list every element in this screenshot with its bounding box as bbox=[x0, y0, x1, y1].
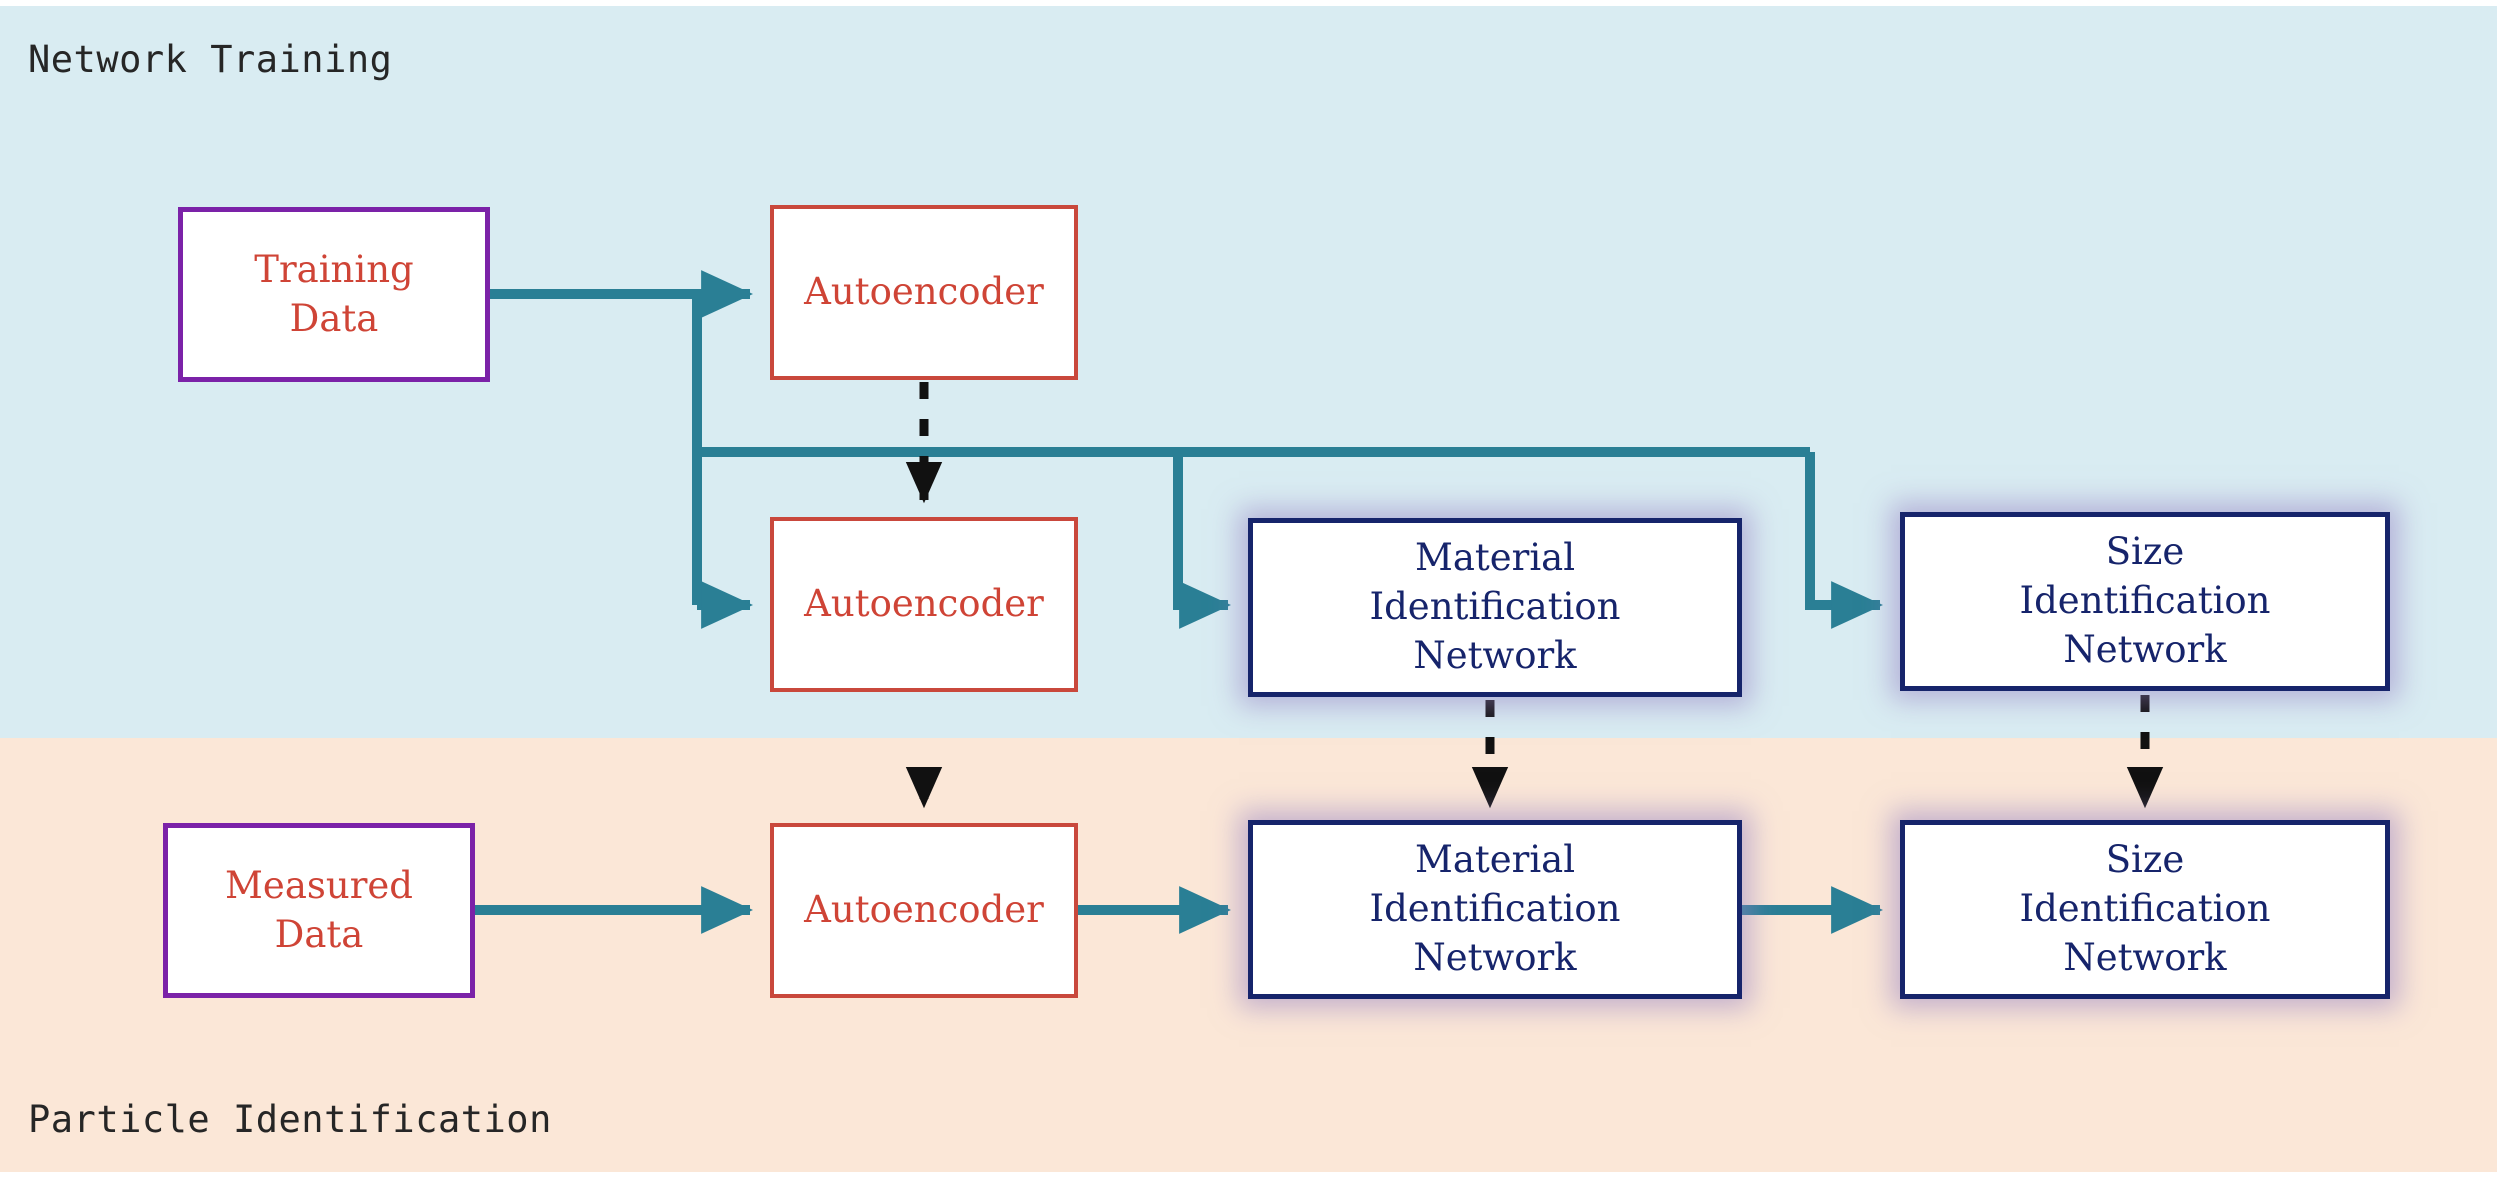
node-autoencoder-bottom[interactable]: Autoencoder bbox=[770, 823, 1078, 998]
band-label-network-training: Network Training bbox=[28, 38, 393, 81]
node-autoencoder-mid[interactable]: Autoencoder bbox=[770, 517, 1078, 692]
band-label-particle-identification: Particle Identification bbox=[28, 1098, 552, 1141]
node-autoencoder-top[interactable]: Autoencoder bbox=[770, 205, 1078, 380]
